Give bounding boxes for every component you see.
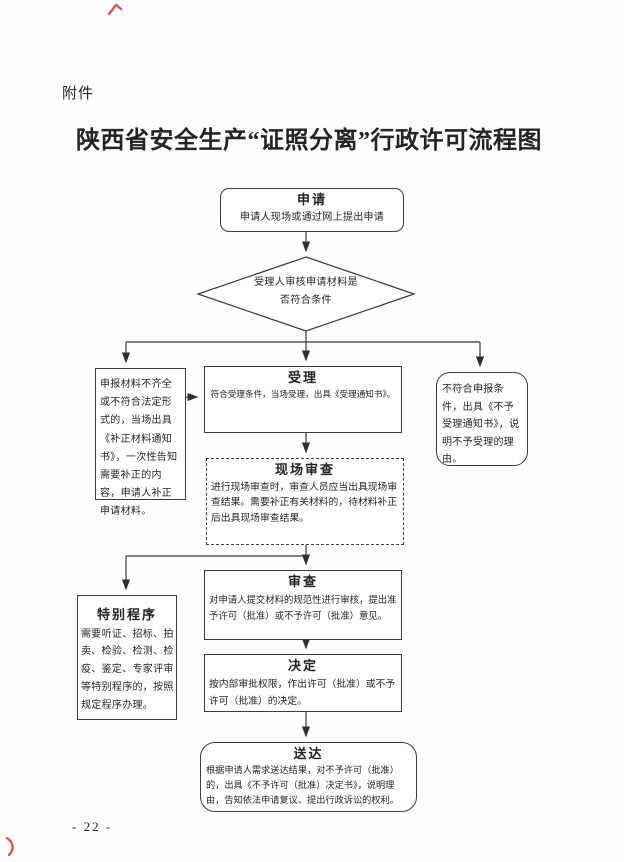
flow-node-supplement: 申报材料不齐全或不符合法定形式的，当场出具《补正材料通知书》，一次性告知需要补正… [95,368,186,517]
decide-text: 按内部审批权限，作出许可（批准）或不予许可（批准）的决定。 [209,678,396,707]
stamp-mark-icon [5,836,14,857]
flow-node-onsite-inspection: 现场审查 进行现场审查时，审查人员应当出具现场审查结果。需要补正有关材料的，待材… [206,458,404,545]
accept-text: 符合受理条件，当场受理，出具《受理通知书》。 [210,388,396,399]
flow-node-special-procedure: 特别程序 需要听证、招标、拍卖、检验、检测、检疫、鉴定、专家评审等特别程序的，按… [77,595,177,720]
decide-title: 决定 [287,658,318,673]
special-text: 需要听证、招标、拍卖、检验、检测、检疫、鉴定、专家评审等特别程序的，按照规定程序… [81,628,174,711]
apply-title: 申请 [296,192,327,207]
reject-text: 不符合申报条件，出具《不予受理通知书》，说明不予受理的理由。 [442,384,520,465]
deliver-title: 送达 [293,746,324,761]
decision-text: 受理人审核申请材料是否符合条件 [254,277,358,306]
onsite-text: 进行现场审查时，审查人员应当出具现场审查结果。需要补正有关材料的，待材料补正后出… [211,481,398,524]
flow-node-accept: 受理 符合受理条件，当场受理，出具《受理通知书》。 [204,366,402,433]
apply-text: 申请人现场或通过网上提出申请 [239,211,385,223]
page-number: - 22 - [72,819,113,834]
flow-node-decide: 决定 按内部审批权限，作出许可（批准）或不予许可（批准）的决定。 [204,654,402,712]
flow-node-apply: 申请 申请人现场或通过网上提出申请 [220,188,404,232]
stamp-mark-icon [107,3,123,16]
flow-node-review: 审查 对申请人提交材料的规范性进行审核，提出准予许可（批准）或不予许可（批准）意… [204,570,402,640]
flow-node-deliver: 送达 根据申请人需求送达结果，对不予许可（批准）的，出具《不予许可（批准）决定书… [200,742,417,812]
attachment-label: 附件 [62,86,95,102]
onsite-title: 现场审查 [274,462,335,477]
special-title: 特别程序 [96,607,157,622]
page-title: 陕西省安全生产“证照分离”行政许可流程图 [76,128,542,154]
flow-node-reject: 不符合申报条件，出具《不予受理通知书》，说明不予受理的理由。 [436,372,528,466]
review-title: 审查 [287,574,318,589]
deliver-text: 根据申请人需求送达结果，对不予许可（批准）的，出具《不予许可（批准）决定书》，说… [206,764,399,806]
accept-title: 受理 [287,370,318,385]
supplement-text: 申报材料不齐全或不符合法定形式的，当场出具《补正材料通知书》，一次性告知需要补正… [100,379,178,518]
review-text: 对申请人提交材料的规范性进行审核，提出准予许可（批准）或不予许可（批准）意见。 [209,595,397,622]
